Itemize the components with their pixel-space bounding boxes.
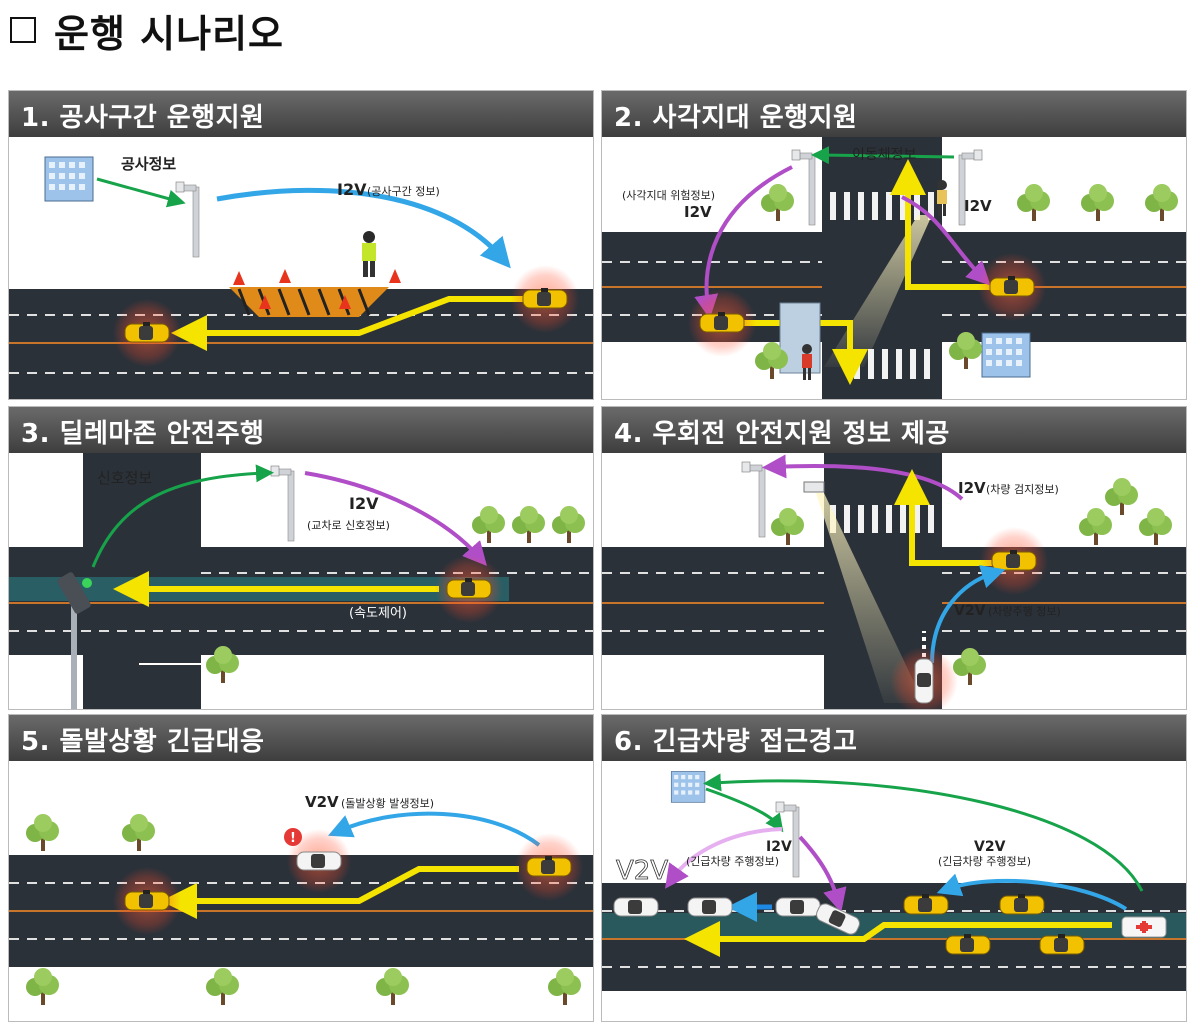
tree-icon (512, 506, 545, 543)
tree-icon (376, 968, 409, 1005)
tree-icon (122, 814, 155, 851)
info-label: 이동체정보 (852, 147, 917, 163)
page-title: 운행 시나리오 (10, 4, 284, 56)
tree-icon (761, 184, 794, 221)
construction-barrier (229, 287, 389, 317)
page-title-text: 운행 시나리오 (54, 11, 284, 56)
panel-title: 2. 사각지대 운행지원 (602, 91, 1186, 137)
v2v-label: V2V (974, 839, 1006, 855)
panel-title: 6. 긴급차량 접근경고 (602, 715, 1186, 761)
warning-icon: ! (284, 828, 302, 846)
traffic-signal-icon (57, 572, 92, 709)
scene-blind-spot: 이동체정보 I2V (사각지대 위험정보) I2V (602, 137, 1186, 399)
scene-dilemma-zone: 신호정보 I2V (교차로 신호정보) (속도제어) (9, 453, 593, 709)
speed-control-label: (속도제어) (349, 606, 407, 621)
tree-icon (771, 508, 804, 545)
car-icon (613, 897, 659, 917)
i2v-sublabel: (긴급차량 주행정보) (686, 855, 779, 868)
taxi-icon (991, 549, 1037, 571)
tree-icon (1105, 478, 1138, 515)
rsu-pole-icon (791, 149, 816, 226)
panel-title: 5. 돌발상황 긴급대응 (9, 715, 593, 761)
pedestrian-icon (802, 344, 812, 380)
car-icon (914, 658, 934, 704)
tree-icon (1079, 508, 1112, 545)
taxi-icon (999, 893, 1045, 915)
tree-icon (1017, 184, 1050, 221)
i2v-sublabel: (교차로 신호정보) (307, 519, 390, 532)
i2v-label: I2V (337, 180, 367, 199)
info-label: 공사정보 (121, 155, 176, 173)
panel-construction-zone: 1. 공사구간 운행지원 공사정보 I2V (공사구간 정보) (8, 90, 594, 400)
taxi-icon (526, 855, 572, 877)
tree-icon (26, 968, 59, 1005)
v2v-label: V2V (954, 603, 986, 619)
v2v-label: V2V (305, 793, 339, 811)
tree-icon (1081, 184, 1114, 221)
tree-icon (206, 968, 239, 1005)
tree-icon (1145, 184, 1178, 221)
car-icon (775, 897, 821, 917)
rsu-pole-icon (175, 181, 200, 258)
panel-title: 4. 우회전 안전지원 정보 제공 (602, 407, 1186, 453)
scene-emergency-response: V2V (돌발상황 발생정보) ! (9, 793, 593, 1005)
panel-title: 3. 딜레마존 안전주행 (9, 407, 593, 453)
building-icon (670, 771, 706, 803)
tree-icon (472, 506, 505, 543)
taxi-icon (124, 321, 170, 343)
rsu-pole-icon (741, 461, 766, 538)
taxi-icon (1039, 933, 1085, 955)
v2v-left-label: V2V (616, 856, 668, 886)
camera-icon (803, 481, 825, 493)
v2v-sublabel: (돌발상황 발생정보) (341, 797, 434, 810)
panel-blind-spot: 2. 사각지대 운행지원 이동체정보 I2V (사각지대 위험정보) I2V (601, 90, 1187, 400)
pedestrian-icon (937, 180, 947, 216)
panel-title: 1. 공사구간 운행지원 (9, 91, 593, 137)
scene-construction-zone: 공사정보 I2V (공사구간 정보) (9, 155, 593, 399)
info-label: 신호정보 (97, 469, 152, 487)
taxi-icon (522, 287, 568, 309)
i2v-right-label: I2V (964, 197, 992, 215)
i2v-label: I2V (958, 479, 986, 497)
car-icon (687, 897, 733, 917)
taxi-icon (945, 933, 991, 955)
panel-emergency-vehicle: 6. 긴급차량 접근경고 V2V I2V (긴급차량 주행정보) V2V (긴급… (601, 714, 1187, 1022)
taxi-icon (124, 889, 170, 911)
building-icon (981, 332, 1031, 378)
traffic-cone-icon (233, 269, 401, 309)
tree-icon (548, 968, 581, 1005)
i2v-label: I2V (349, 494, 379, 513)
rsu-pole-icon (270, 465, 295, 542)
panel-dilemma-zone: 3. 딜레마존 안전주행 신호정보 I2V (교차로 신호정보) (속도제어) (8, 406, 594, 710)
i2v-sublabel: (차량 검지정보) (986, 483, 1059, 496)
tree-icon (552, 506, 585, 543)
panel-right-turn: 4. 우회전 안전지원 정보 제공 I2V (차량 검지정보) V2V (차량주… (601, 406, 1187, 710)
i2v-sublabel: (공사구간 정보) (367, 185, 440, 198)
scene-emergency-vehicle: V2V I2V (긴급차량 주행정보) V2V (긴급차량 주행정보) (602, 771, 1186, 991)
v2v-sublabel: (긴급차량 주행정보) (938, 855, 1031, 868)
taxi-icon (903, 893, 949, 915)
v2v-sublabel: (차량주행 정보) (988, 605, 1061, 618)
checkbox-square-icon (10, 17, 36, 43)
taxi-icon (699, 311, 745, 333)
taxi-icon (446, 577, 492, 599)
i2v-label: I2V (766, 839, 792, 855)
building-icon (44, 156, 94, 202)
panel-emergency-response: 5. 돌발상황 긴급대응 V2V (돌발상황 발생정보) ! (8, 714, 594, 1022)
ambulance-icon (1121, 916, 1167, 938)
i2v-left-label: I2V (684, 203, 712, 221)
scene-right-turn: I2V (차량 검지정보) V2V (차량주행 정보) (602, 453, 1186, 709)
svg-text:!: ! (290, 831, 296, 846)
taxi-icon (989, 275, 1035, 297)
i2v-left-sublabel: (사각지대 위험정보) (622, 189, 715, 202)
tree-icon (26, 814, 59, 851)
worker-icon (362, 231, 376, 277)
accident-car-icon (296, 851, 342, 871)
tree-icon (1139, 508, 1172, 545)
